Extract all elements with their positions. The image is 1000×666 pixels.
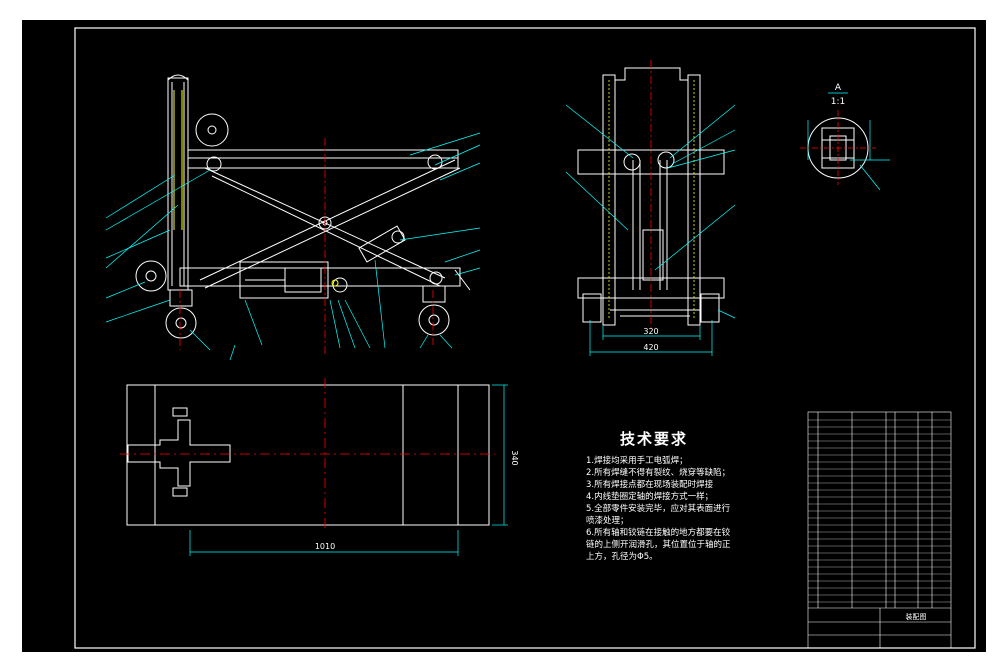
- front-centerlines: [179, 138, 434, 355]
- technical-requirements-list: 1.焊接均采用手工电弧焊； 2.所有焊缝不得有裂纹、烧穿等缺陷； 3.所有焊接点都在…: [586, 455, 791, 563]
- technical-requirement-item: 2.所有焊缝不得有裂纹、烧穿等缺陷；: [586, 468, 731, 478]
- technical-requirement-item: 喷漆处理；: [586, 516, 629, 526]
- drawing-sheet: [22, 20, 986, 652]
- top-centerlines: [120, 378, 495, 532]
- hydraulic-cylinder: [239, 261, 329, 299]
- side-post-right: [687, 74, 701, 326]
- section-label: A: [835, 83, 842, 93]
- technical-requirement-item: 4.内线垫圈定轴的焊接方式一样；: [586, 492, 714, 502]
- section-leaders: [807, 120, 890, 191]
- lift-cylinder: [358, 225, 406, 263]
- top-view-mast-base: [127, 419, 231, 487]
- technical-requirement-item: 3.所有焊接点都在现场装配时焊接: [586, 480, 714, 490]
- technical-requirements-title: 技术要求: [620, 430, 689, 448]
- parts-list: [807, 411, 952, 649]
- dim-width-inner: 320: [643, 327, 658, 336]
- front-highlights: [173, 90, 339, 287]
- title-block-label: 装配图: [906, 612, 927, 621]
- side-wheel-left: [582, 293, 602, 323]
- technical-requirement-item: 5.全部零件安装完毕，应对其表面进行: [586, 504, 731, 514]
- scissor-arm-b: [199, 159, 456, 281]
- parts-list-rows: [808, 419, 951, 603]
- pulley: [195, 113, 229, 147]
- base-frame: [179, 267, 461, 287]
- dim-width-outer: 420: [643, 343, 658, 352]
- technical-requirement-item: 上方，孔径为Φ5。: [586, 552, 658, 562]
- top-view: [126, 384, 490, 526]
- top-dimensions: [189, 384, 508, 556]
- side-base: [577, 277, 725, 299]
- top-view-outline: [126, 384, 490, 526]
- front-leaders: [105, 132, 481, 361]
- side-cylinder: [642, 229, 664, 281]
- section-scale: 1:1: [831, 97, 845, 107]
- technical-requirement-item: 链的上侧开润滑孔，其位置位于轴的正: [586, 540, 731, 550]
- dim-height: 340: [510, 450, 519, 465]
- side-wheel-right: [700, 293, 720, 323]
- caster-left: [165, 307, 197, 339]
- technical-requirement-item: 1.焊接均采用手工电弧焊；: [586, 456, 688, 466]
- side-post-left: [602, 74, 616, 326]
- rear-wheel: [135, 260, 167, 292]
- side-view: [577, 67, 725, 326]
- technical-requirement-item: 6.所有轴和铰链在接触的地方都要在铰: [586, 528, 731, 538]
- top-platform: [187, 149, 459, 169]
- side-leaders: [565, 104, 736, 356]
- front-view: [135, 74, 471, 339]
- mast: [167, 77, 189, 291]
- dim-length: 1010: [315, 542, 335, 551]
- side-highlights: [608, 80, 695, 320]
- sheet-border: [74, 27, 976, 649]
- section-centerlines: [800, 110, 876, 185]
- caster-right: [418, 304, 450, 336]
